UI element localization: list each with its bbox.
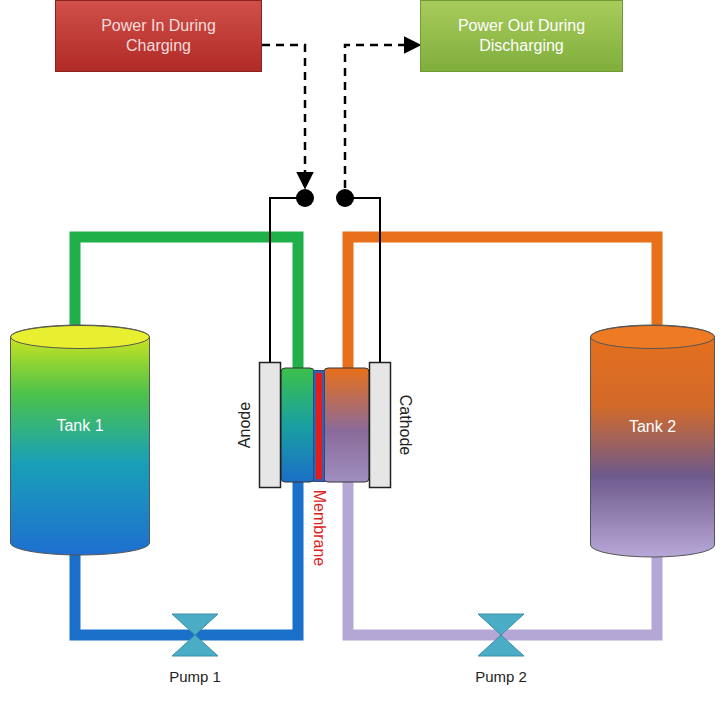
wire [345, 198, 380, 362]
terminal-dot [336, 189, 354, 207]
electrolyte-tank-shape [10, 325, 150, 555]
anolyte-chamber [281, 368, 314, 482]
electrolyte-tank: Tank 1 [10, 325, 150, 555]
power-output-box-shape [420, 0, 623, 72]
pump-symbol [172, 614, 218, 656]
power-input-box: Power In During Charging [55, 0, 262, 72]
power-flow-arrow [262, 45, 305, 186]
power-output-box: Power Out During Discharging [420, 0, 623, 72]
part-label: Membrane [309, 490, 329, 566]
catholyte-chamber [324, 368, 369, 482]
part-label: Anode [235, 402, 255, 448]
terminal-dot [296, 189, 314, 207]
box-text: Tank 1 [56, 416, 103, 436]
membrane: Membrane [313, 370, 325, 482]
pump-symbol [478, 614, 524, 656]
anode-electrode-shape [259, 362, 281, 488]
cathode-electrode-shape [369, 362, 391, 488]
electrolyte-tank: Tank 2 [590, 325, 715, 557]
electrolyte-tank-shape [590, 325, 715, 557]
box-text: Tank 2 [629, 417, 676, 437]
cathode-electrode: Cathode [369, 362, 391, 488]
membrane-shape [313, 370, 325, 482]
part-label: Cathode [395, 395, 415, 456]
anode-electrode: Anode [259, 362, 281, 488]
pump-label: Pump 1 [169, 668, 221, 685]
power-input-box-shape [55, 0, 262, 72]
power-flow-arrow [345, 45, 418, 188]
box-text: Power In During Charging [89, 16, 229, 56]
wire [270, 198, 304, 362]
pump-label: Pump 2 [475, 668, 527, 685]
box-text: Power Out During Discharging [442, 16, 602, 56]
